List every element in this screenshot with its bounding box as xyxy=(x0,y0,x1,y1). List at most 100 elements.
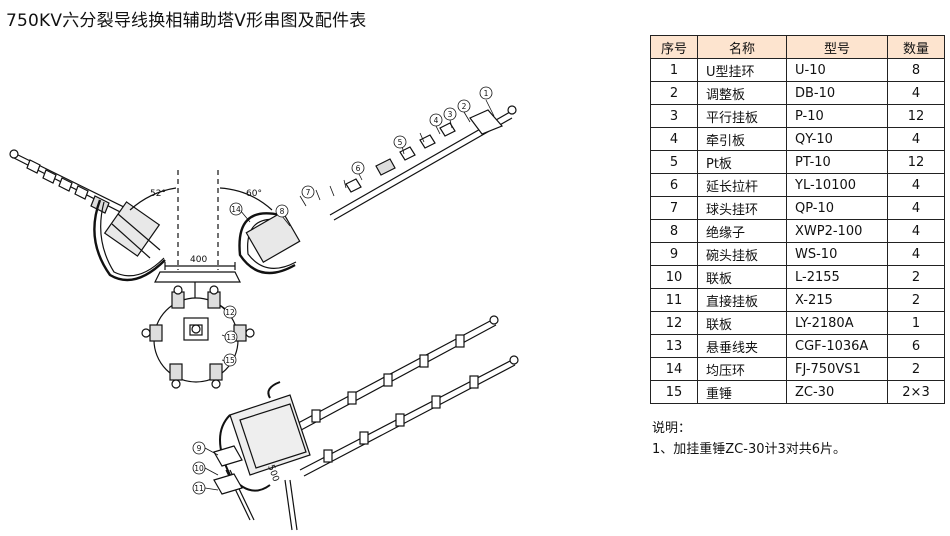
cell-index: 10 xyxy=(650,265,698,289)
svg-text:10: 10 xyxy=(194,464,204,473)
header-model: 型号 xyxy=(786,35,888,59)
callout-11: 11 xyxy=(192,481,206,495)
cell-name: Pt板 xyxy=(697,150,787,174)
cell-index: 14 xyxy=(650,357,698,381)
lower-dimension-label: 500 xyxy=(265,464,280,484)
cell-model: P-10 xyxy=(786,104,888,128)
svg-text:15: 15 xyxy=(225,356,235,365)
svg-text:6: 6 xyxy=(356,164,361,173)
cell-name: 绝缘子 xyxy=(697,219,787,243)
svg-text:8: 8 xyxy=(280,207,285,216)
cell-name: 延长拉杆 xyxy=(697,173,787,197)
spacing-label: 400 xyxy=(190,255,207,265)
angle-arc-left xyxy=(129,187,177,211)
parts-table-header: 序号 名称 型号 数量 xyxy=(650,35,945,59)
cell-model: XWP2-100 xyxy=(786,219,888,243)
cell-quantity: 2 xyxy=(887,265,945,289)
cell-index: 5 xyxy=(650,150,698,174)
cell-quantity: 4 xyxy=(887,219,945,243)
cell-index: 6 xyxy=(650,173,698,197)
callout-3: 3 xyxy=(443,107,457,121)
cell-index: 1 xyxy=(650,58,698,82)
cell-index: 12 xyxy=(650,311,698,335)
cell-index: 8 xyxy=(650,219,698,243)
cell-name: 平行挂板 xyxy=(697,104,787,128)
svg-text:3: 3 xyxy=(448,110,453,119)
callout-6: 6 xyxy=(351,161,365,175)
cell-quantity: 12 xyxy=(887,104,945,128)
callout-5: 5 xyxy=(393,135,407,149)
cell-model: U-10 xyxy=(786,58,888,82)
callout-9: 9 xyxy=(192,441,206,455)
angle-right-label: 60° xyxy=(246,189,262,199)
notes-heading: 说明： xyxy=(652,421,692,436)
cell-quantity: 4 xyxy=(887,127,945,151)
cell-quantity: 4 xyxy=(887,196,945,220)
cell-quantity: 4 xyxy=(887,173,945,197)
v-string-drawing: 52° 60° 400 500 1 2 3 4 5 6 7 8 9 10 11 … xyxy=(9,86,519,531)
cell-quantity: 2×3 xyxy=(887,380,945,404)
callout-14: 14 xyxy=(229,202,243,216)
angle-guides xyxy=(177,170,219,270)
header-index: 序号 xyxy=(650,35,698,59)
svg-text:11: 11 xyxy=(194,484,204,493)
callout-7: 7 xyxy=(301,185,315,199)
svg-text:12: 12 xyxy=(225,308,235,317)
left-grading-ring xyxy=(93,199,166,282)
cell-quantity: 4 xyxy=(887,81,945,105)
cell-name: U型挂环 xyxy=(697,58,787,82)
cell-name: 牵引板 xyxy=(697,127,787,151)
cell-name: 联板 xyxy=(697,311,787,335)
callout-10: 10 xyxy=(192,461,206,475)
yoke-assembly xyxy=(141,271,255,389)
right-grading-ring xyxy=(238,210,301,275)
cell-index: 3 xyxy=(650,104,698,128)
cell-name: 调整板 xyxy=(697,81,787,105)
svg-text:2: 2 xyxy=(462,102,467,111)
cell-name: 均压环 xyxy=(697,357,787,381)
svg-text:1: 1 xyxy=(484,89,489,98)
notes: 说明： 1、加挂重锤ZC-30计3对共6片。 xyxy=(652,418,846,460)
svg-text:7: 7 xyxy=(306,188,311,197)
cell-model: QY-10 xyxy=(786,127,888,151)
cell-model: FJ-750VS1 xyxy=(786,357,888,381)
cell-model: L-2155 xyxy=(786,265,888,289)
callout-4: 4 xyxy=(429,113,443,127)
page-title: 750KV六分裂导线换相辅助塔V形串图及配件表 xyxy=(6,11,367,31)
callout-15: 15 xyxy=(223,353,237,367)
svg-text:5: 5 xyxy=(398,138,403,147)
notes-line-1: 1、加挂重锤ZC-30计3对共6片。 xyxy=(652,442,847,457)
svg-text:4: 4 xyxy=(434,116,439,125)
cell-model: YL-10100 xyxy=(786,173,888,197)
cell-name: 悬垂线夹 xyxy=(697,334,787,358)
cell-model: ZC-30 xyxy=(786,380,888,404)
cell-quantity: 1 xyxy=(887,311,945,335)
cell-name: 联板 xyxy=(697,265,787,289)
cell-quantity: 4 xyxy=(887,242,945,266)
header-name: 名称 xyxy=(697,35,787,59)
angle-arc-right xyxy=(219,187,273,211)
cell-model: PT-10 xyxy=(786,150,888,174)
lower-perspective-strings xyxy=(213,315,519,531)
cell-model: QP-10 xyxy=(786,196,888,220)
cell-model: X-215 xyxy=(786,288,888,312)
cell-model: DB-10 xyxy=(786,81,888,105)
svg-text:14: 14 xyxy=(231,205,241,214)
header-quantity: 数量 xyxy=(887,35,945,59)
cell-quantity: 6 xyxy=(887,334,945,358)
cell-model: WS-10 xyxy=(786,242,888,266)
svg-text:13: 13 xyxy=(226,333,236,342)
